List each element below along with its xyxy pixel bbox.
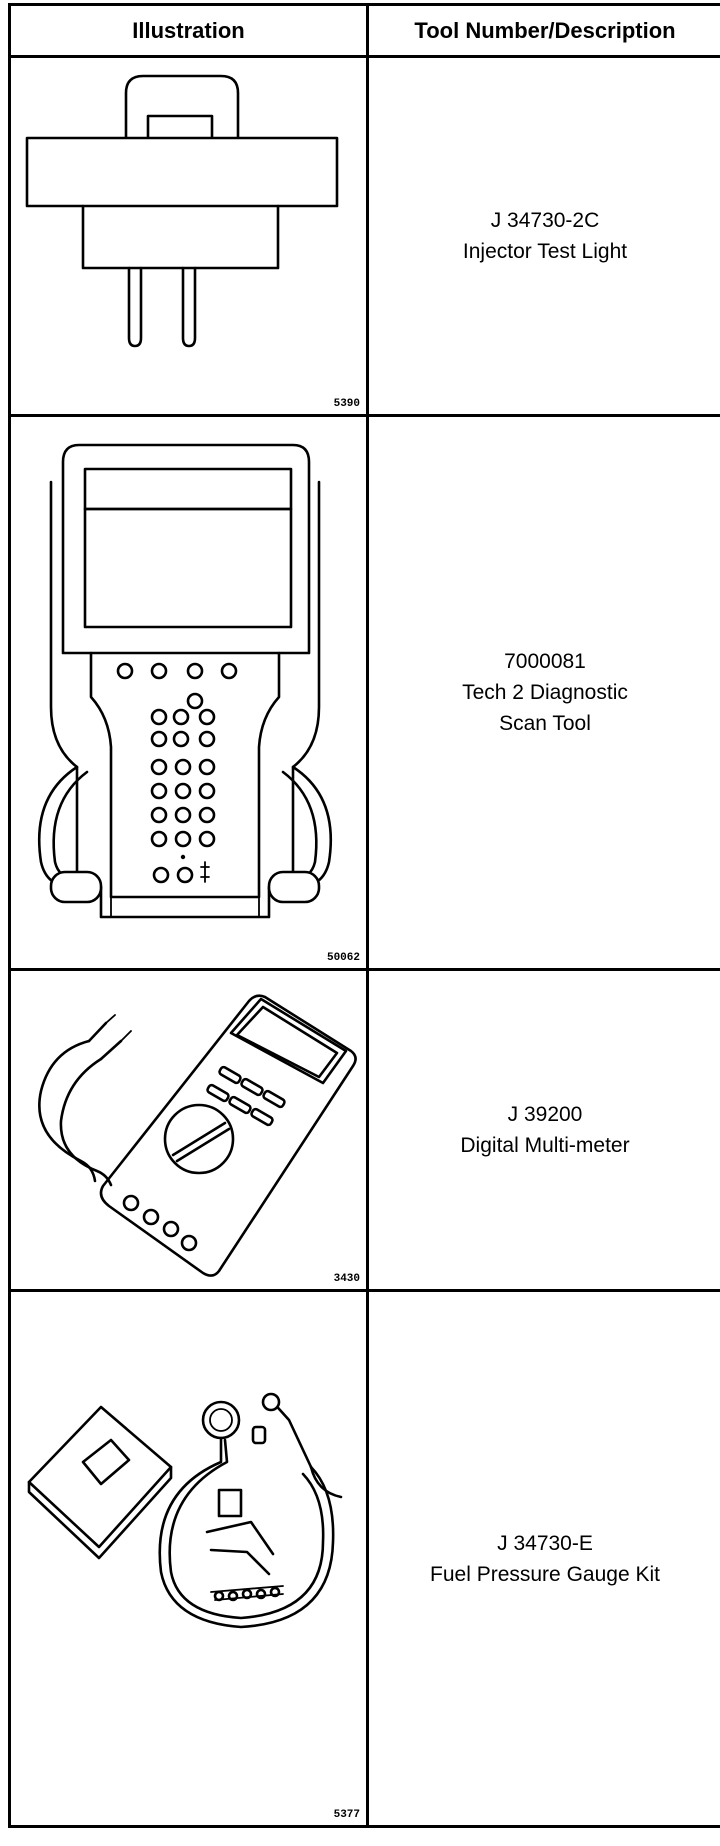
tool-description: Injector Test Light (462, 240, 628, 263)
illustration-cell: 5377 (8, 1289, 369, 1828)
figure-number: 5390 (333, 398, 360, 410)
tool-description-cell: 7000081 Tech 2 Diagnostic Scan Tool (366, 414, 720, 971)
tool-description-cell: J 39200 Digital Multi-meter (366, 968, 720, 1292)
table-row: 5390 J 34730-2C Injector Test Light (8, 55, 720, 417)
tool-number: J 39200 (507, 1103, 583, 1126)
table-row: 3430 J 39200 Digital Multi-meter (8, 968, 720, 1292)
table-row: 5377 J 34730-E Fuel Pressure Gauge Kit (8, 1289, 720, 1828)
figure-number: 50062 (326, 952, 360, 964)
illustration-cell: 50062 (8, 414, 369, 971)
illustration-cell: 3430 (8, 968, 369, 1292)
digital-multimeter-illustration (38, 994, 357, 1277)
tech2-scan-tool-illustration (37, 443, 333, 919)
header-row: Illustration Tool Number/Description (8, 3, 720, 58)
injector-test-light-illustration (25, 74, 339, 348)
tool-description: Digital Multi-meter (460, 1134, 630, 1157)
tool-number: 7000081 (504, 650, 586, 673)
figure-number: 5377 (333, 1809, 360, 1821)
special-tools-table: Illustration Tool Number/Description 539… (8, 3, 720, 1828)
tool-description: Fuel Pressure Gauge Kit (430, 1562, 660, 1586)
tool-description-cell: J 34730-E Fuel Pressure Gauge Kit (366, 1289, 720, 1828)
illustration-cell: 5390 (8, 55, 369, 417)
figure-number: 3430 (333, 1273, 360, 1285)
tool-number: J 34730-2C (490, 209, 600, 232)
tool-description-header: Tool Number/Description (366, 3, 720, 58)
illustration-header: Illustration (8, 3, 369, 58)
tool-number: J 34730-E (497, 1531, 593, 1555)
tool-description-line: Tech 2 Diagnostic (462, 681, 628, 704)
fuel-pressure-gauge-kit-illustration (27, 1392, 343, 1629)
tool-description-line: Scan Tool (499, 712, 591, 735)
table-row: 50062 7000081 Tech 2 Diagnostic Scan Too… (8, 414, 720, 971)
tool-description-cell: J 34730-2C Injector Test Light (366, 55, 720, 417)
